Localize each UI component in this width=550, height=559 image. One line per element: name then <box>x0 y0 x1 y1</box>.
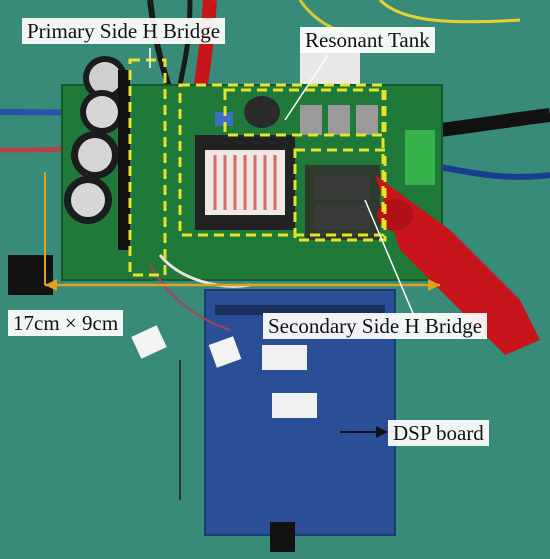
capacitor-bank <box>64 56 130 250</box>
resonant-tank-components <box>215 96 378 135</box>
primary-bridge-box <box>128 58 167 277</box>
rubber-foot <box>8 255 53 295</box>
label-dimensions: 17cm × 9cm <box>8 310 124 336</box>
highlight-boxes <box>128 58 387 277</box>
dsp-arrow <box>340 426 388 438</box>
label-dsp-board: DSP board <box>388 420 489 446</box>
label-primary-bridge: Primary Side H Bridge <box>22 18 226 44</box>
label-resonant-tank: Resonant Tank <box>300 27 435 53</box>
secondary-bridge-board <box>305 165 380 240</box>
secondary-bridge-box <box>293 148 387 242</box>
dimension-arrow <box>44 172 440 291</box>
label-secondary-bridge: Secondary Side H Bridge <box>263 313 488 339</box>
resonant-tank-box <box>178 83 385 237</box>
connection-wires <box>131 254 251 500</box>
right-probe-cables <box>0 108 550 180</box>
callout-lines <box>149 48 416 319</box>
terminal-block <box>405 130 435 185</box>
transformer <box>195 135 295 230</box>
